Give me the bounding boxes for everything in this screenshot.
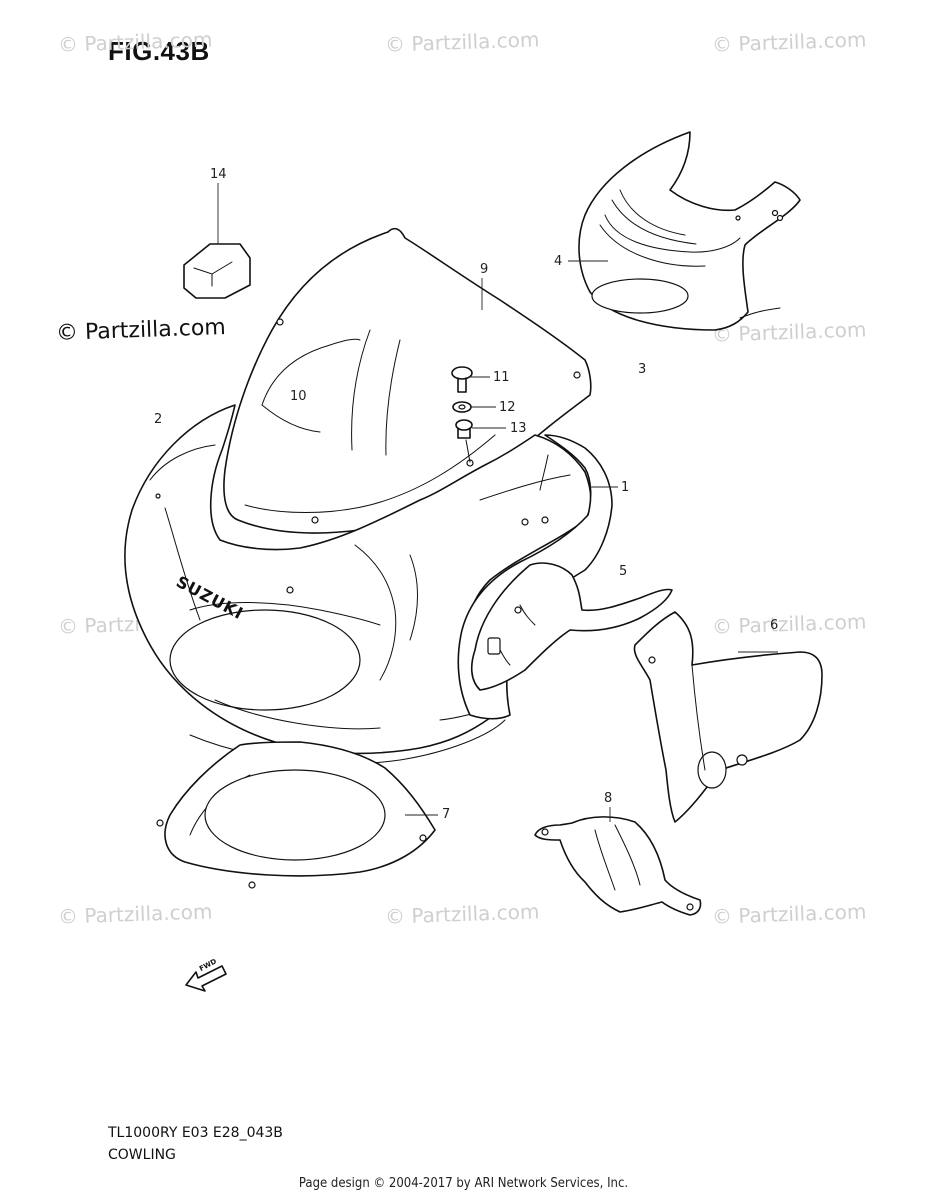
part-7-lower-inner[interactable] (156, 741, 436, 889)
callout-10: 10 (290, 389, 307, 404)
section-name: COWLING (108, 1147, 176, 1163)
part-2-front-cowl[interactable] (124, 404, 592, 765)
part-12-washer[interactable] (452, 401, 472, 413)
fwd-arrow-icon (185, 965, 227, 992)
callout-14: 14 (210, 167, 227, 182)
callout-5: 5 (619, 564, 628, 579)
callout-9: 9 (480, 262, 489, 277)
callout-12: 12 (499, 400, 516, 415)
callout-1: 1 (621, 480, 630, 495)
part-13-nut[interactable] (455, 419, 473, 439)
callout-6: 6 (770, 618, 779, 633)
callout-3: 3 (638, 362, 647, 377)
part-14-tag[interactable] (183, 243, 251, 299)
part-11-screw[interactable] (451, 366, 473, 393)
callout-8: 8 (604, 791, 613, 806)
callout-13: 13 (510, 421, 527, 436)
fastener-path (465, 439, 471, 463)
part-10-inner-panel[interactable] (261, 338, 361, 433)
part-3-upper-cowl[interactable] (578, 131, 801, 331)
page-copyright: Page design © 2004-2017 by ARI Network S… (298, 1176, 629, 1191)
model-code: TL1000RY E03 E28_043B (108, 1125, 283, 1141)
figure-title: FIG.43B (108, 36, 210, 66)
part-5-inner-panel[interactable] (470, 562, 673, 691)
part-8-bracket[interactable] (534, 816, 702, 916)
callout-4: 4 (554, 254, 563, 269)
callout-7: 7 (442, 807, 451, 822)
part-6-lower-cowl[interactable] (633, 611, 823, 823)
callout-2: 2 (154, 412, 163, 427)
callout-11: 11 (493, 370, 510, 385)
